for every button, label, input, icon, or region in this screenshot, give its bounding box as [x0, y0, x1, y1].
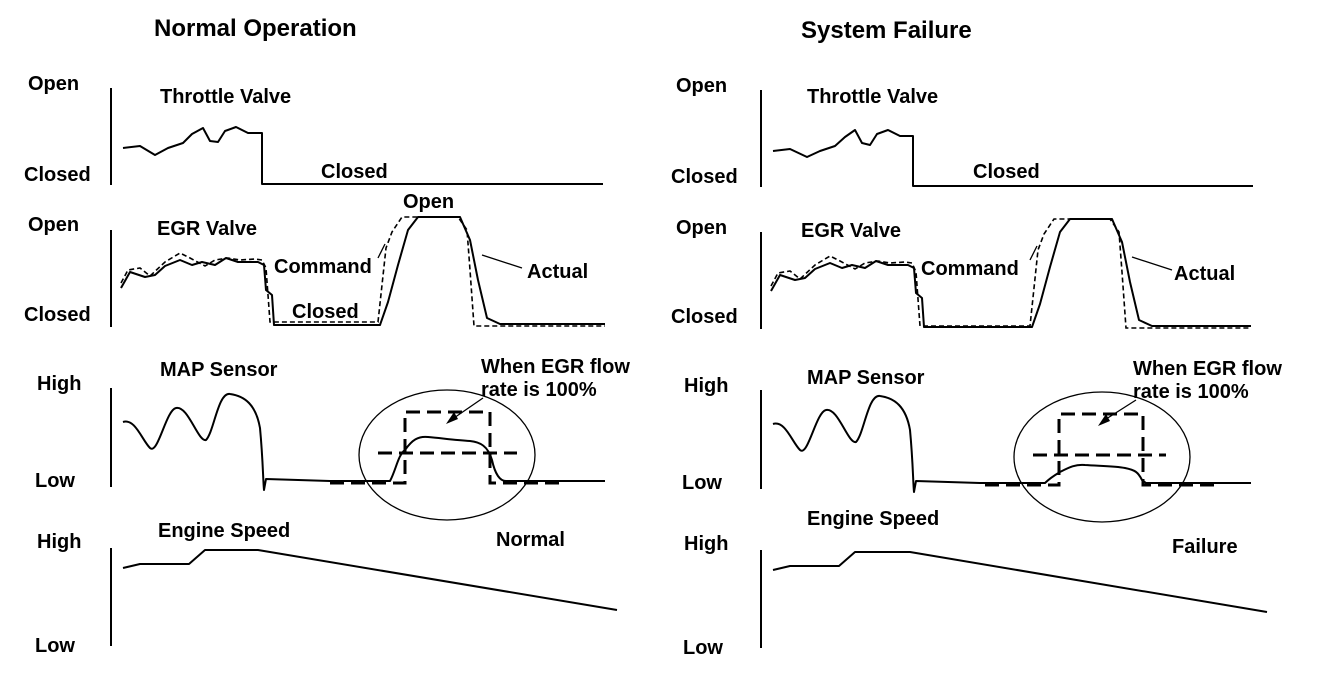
egr-actual-trace [120, 216, 605, 326]
callout-line-1: When EGR flow [481, 356, 630, 378]
egr-title: EGR Valve [801, 220, 901, 242]
speed-low-label: Low [683, 637, 723, 659]
egr-row: Open Closed EGR Valve Command Actual [671, 217, 1251, 329]
callout-arrowhead [446, 412, 458, 424]
throttle-trace [772, 129, 1253, 187]
throttle-title: Throttle Valve [807, 86, 938, 108]
command-label: Command [921, 258, 1019, 280]
map-low-label: Low [682, 472, 722, 494]
egr-open-label: Open [676, 217, 727, 239]
status-label: Failure [1172, 536, 1238, 558]
throttle-open-label: Open [28, 73, 79, 95]
throttle-closed-note: Closed [973, 161, 1040, 183]
panel-title: System Failure [801, 17, 972, 44]
callout-arrowhead [1098, 414, 1110, 426]
egr-closed-label: Closed [24, 304, 91, 326]
map-title: MAP Sensor [807, 367, 925, 389]
egr-closed-label: Closed [671, 306, 738, 328]
throttle-closed-label: Closed [671, 166, 738, 188]
panel-title: Normal Operation [154, 15, 357, 42]
map-row: High Low MAP Sensor When EGR flow rate i… [35, 356, 630, 551]
actual-label: Actual [527, 261, 588, 283]
speed-trace [122, 549, 618, 611]
throttle-closed-note: Closed [321, 161, 388, 183]
map-trace [772, 395, 1251, 493]
speed-row: High Low Engine Speed [683, 508, 1268, 659]
command-leader [377, 243, 386, 259]
actual-leader [1131, 256, 1173, 271]
throttle-title: Throttle Valve [160, 86, 291, 108]
command-label: Command [274, 256, 372, 278]
egr-title: EGR Valve [157, 218, 257, 240]
highlight-circle [358, 389, 536, 521]
egr-row: Open Closed EGR Valve Command Actual Ope… [24, 191, 605, 327]
speed-high-label: High [37, 531, 81, 553]
map-row: High Low MAP Sensor When EGR flow rate i… [682, 358, 1282, 558]
callout-leader [1102, 399, 1137, 422]
highlight-circle [1013, 391, 1191, 523]
egr-actual-trace [770, 218, 1251, 328]
speed-trace [772, 551, 1268, 613]
throttle-row: Open Closed Throttle Valve Closed [24, 73, 603, 186]
throttle-row: Open Closed Throttle Valve Closed [671, 75, 1253, 188]
map-high-label: High [37, 373, 81, 395]
map-ideal-trace [985, 412, 1218, 487]
callout-line-2: rate is 100% [481, 379, 597, 401]
actual-leader [481, 254, 523, 269]
speed-title: Engine Speed [807, 508, 939, 530]
egr-closed-note: Closed [292, 301, 359, 323]
speed-high-label: High [684, 533, 728, 555]
throttle-closed-label: Closed [24, 164, 91, 186]
egr-open-label: Open [28, 214, 79, 236]
map-high-label: High [684, 375, 728, 397]
egr-command-trace [770, 218, 1251, 329]
command-leader [1029, 245, 1038, 261]
throttle-trace [122, 126, 603, 185]
throttle-open-label: Open [676, 75, 727, 97]
egr-command-trace [120, 216, 605, 327]
map-trace [122, 393, 605, 491]
panel-normal: Normal Operation Open Closed Throttle Va… [24, 15, 630, 657]
speed-row: High Low Engine Speed [35, 520, 618, 657]
map-low-label: Low [35, 470, 75, 492]
actual-label: Actual [1174, 263, 1235, 285]
panel-failure: System Failure Open Closed Throttle Valv… [671, 17, 1282, 659]
speed-title: Engine Speed [158, 520, 290, 542]
map-title: MAP Sensor [160, 359, 278, 381]
egr-open-note: Open [403, 191, 454, 213]
callout-line-1: When EGR flow [1133, 358, 1282, 380]
status-label: Normal [496, 529, 565, 551]
callout-line-2: rate is 100% [1133, 381, 1249, 403]
speed-low-label: Low [35, 635, 75, 657]
